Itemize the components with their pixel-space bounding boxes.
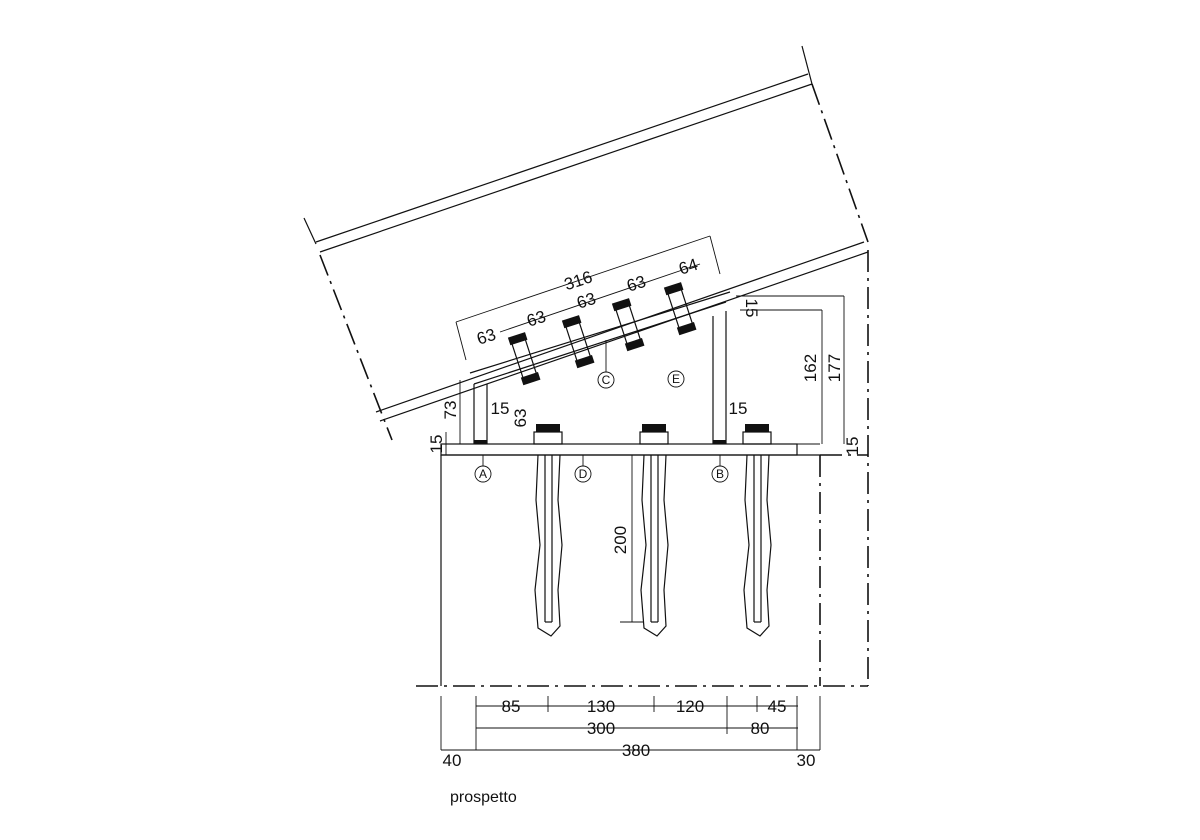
markers: A B C D E [474,340,729,483]
dim-15-left: 15 [427,435,446,454]
marker-a: A [479,467,487,481]
dim-120: 120 [676,697,704,716]
dim-80: 80 [751,719,770,738]
anchor-bolts [533,424,772,637]
dim-200: 200 [611,526,630,554]
dimension-lines [440,235,845,751]
base-plate [440,443,820,456]
side-plates [469,291,731,444]
inclined-beam [303,45,869,441]
dim-63-inner: 63 [511,409,530,428]
marker-e: E [672,372,680,386]
dim-130: 130 [587,697,615,716]
dim-45: 45 [768,697,787,716]
dim-162: 162 [801,354,820,382]
dim-top-1: 63 [474,325,498,349]
dim-380: 380 [622,741,650,760]
dim-300: 300 [587,719,615,738]
dim-85: 85 [502,697,521,716]
marker-d: D [579,467,588,481]
dim-40: 40 [443,751,462,770]
dim-15-inner-right: 15 [729,399,748,418]
dim-15-inner-left: 15 [491,399,510,418]
dim-73: 73 [441,401,460,420]
dim-177: 177 [825,354,844,382]
dim-top-4: 63 [624,272,648,296]
dim-15-top: 15 [742,299,761,318]
dim-15-right: 15 [843,437,862,456]
inclined-bolts [507,282,697,386]
dimension-texts: 316 63 63 63 63 64 15 162 177 15 73 15 1… [427,255,862,770]
caption-prospetto: prospetto [450,789,517,806]
marker-b: B [716,467,724,481]
dim-top-5: 64 [676,255,700,279]
dim-top-3: 63 [574,289,598,313]
marker-c: C [602,373,611,387]
dim-30: 30 [797,751,816,770]
dim-top-2: 63 [524,307,548,331]
